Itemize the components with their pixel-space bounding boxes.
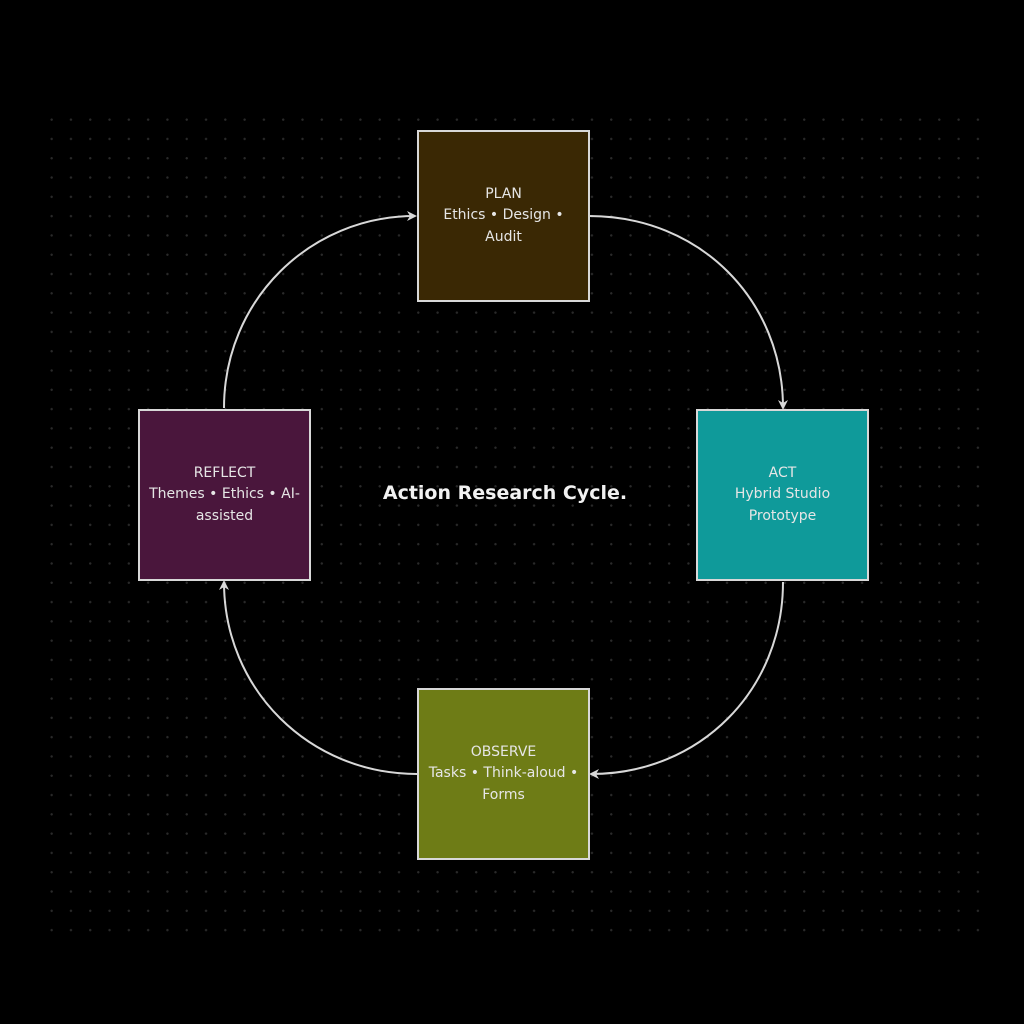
diagram-title: Action Research Cycle. — [382, 482, 628, 504]
node-act[interactable]: ACT Hybrid Studio Prototype — [696, 409, 869, 581]
node-act-label: ACT — [768, 464, 797, 481]
arrow-reflect-to-plan — [223, 211, 417, 409]
node-reflect[interactable]: REFLECT Themes • Ethics • AI-assisted — [138, 409, 311, 581]
node-plan[interactable]: PLAN Ethics • Design • Audit — [417, 130, 590, 302]
node-reflect-label: REFLECT — [193, 464, 256, 481]
node-reflect-detail: Themes • Ethics • AI-assisted — [149, 486, 300, 524]
node-plan-label: PLAN — [485, 185, 522, 202]
node-plan-detail: Ethics • Design • Audit — [443, 207, 564, 245]
arrow-plan-to-act — [588, 215, 788, 410]
node-act-detail: Hybrid Studio Prototype — [734, 486, 831, 524]
node-observe-detail: Tasks • Think-aloud • Forms — [428, 765, 579, 803]
arrow-observe-to-reflect — [219, 580, 418, 775]
node-observe-label: OBSERVE — [470, 743, 537, 760]
node-observe[interactable]: OBSERVE Tasks • Think-aloud • Forms — [417, 688, 590, 860]
arrow-act-to-observe — [589, 581, 784, 779]
